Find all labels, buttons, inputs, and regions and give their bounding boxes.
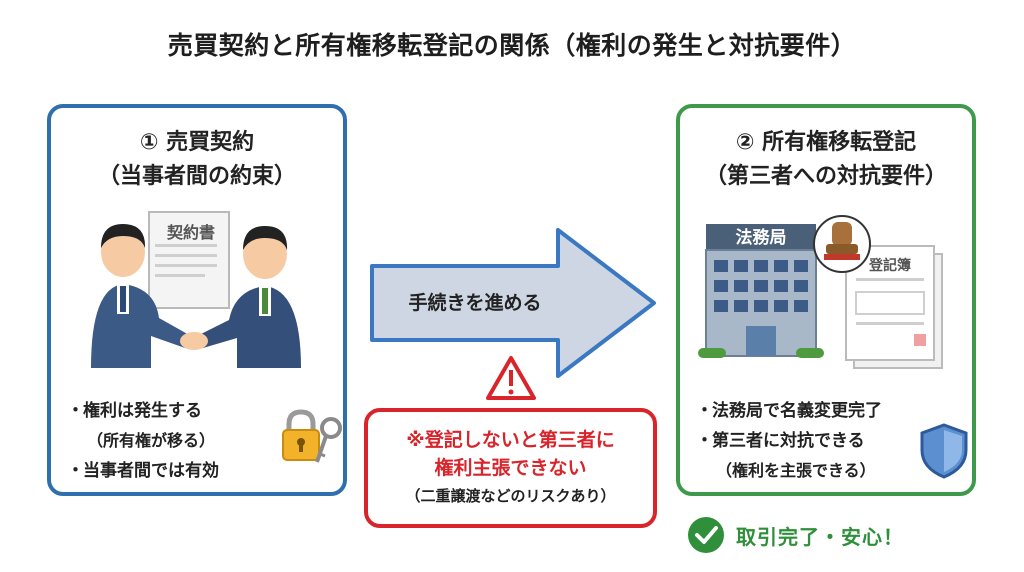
right-businessman-icon	[197, 226, 301, 368]
bullet-text: 第三者に対抗できる	[712, 431, 865, 451]
bullet-subtext: （権利を主張できる）	[716, 461, 876, 480]
page-title: 売買契約と所有権移転登記の関係（権利の発生と対抗要件）	[167, 31, 857, 60]
right-panel-heading: ② 所有権移転登記	[735, 130, 917, 155]
bullet-text: 法務局で名義変更完了	[712, 401, 882, 421]
warning-text-line1: ※登記しないと第三者に	[406, 429, 615, 451]
warning-icon	[486, 356, 536, 400]
bullet-text: 当事者間では有効	[83, 461, 219, 481]
warning-box: ※登記しないと第三者に 権利主張できない （二重譲渡などのリスクあり）	[364, 408, 657, 528]
warning-note: （二重譲渡などのリスクあり）	[405, 487, 616, 505]
handshake-illustration: 契約書	[91, 211, 301, 368]
completion-footer: 取引完了・安心！	[686, 515, 904, 555]
list-item: ・当事者間では有効	[67, 456, 297, 486]
sales-contract-panel: ① 売買契約 （当事者間の約束） 契約書	[47, 104, 347, 496]
left-panel-heading: ① 売買契約	[139, 130, 255, 155]
building-illustration: 法務局 登記簿	[698, 215, 943, 369]
completion-text: 取引完了・安心！	[736, 524, 904, 549]
left-panel-subheading: （当事者間の約束）	[97, 164, 296, 189]
register-document-icon	[845, 245, 943, 369]
list-item: ・第三者に対抗できる	[696, 426, 926, 456]
shield-icon	[920, 423, 968, 479]
left-businessman-icon	[91, 224, 191, 368]
bullet-subtext: （所有権が移る）	[87, 431, 216, 450]
building-label: 法務局	[736, 227, 787, 248]
contract-document-label: 契約書	[166, 223, 215, 242]
right-panel-subheading: （第三者への対抗要件）	[704, 164, 947, 189]
list-item: ・権利は発生する	[67, 396, 297, 426]
left-bullets: ・権利は発生する （所有権が移る） ・当事者間では有効	[67, 396, 297, 486]
register-label: 登記簿	[868, 257, 911, 274]
checkmark-icon	[688, 517, 724, 553]
proceed-arrow-icon	[370, 228, 656, 378]
warning-text-line2: 権利主張できない	[434, 457, 587, 479]
arrow-label: 手続きを進める	[408, 292, 542, 314]
registration-panel: ② 所有権移転登記 （第三者への対抗要件） 法務局 登記簿	[676, 104, 976, 496]
padlock-icon	[282, 409, 320, 461]
bullet-text: 権利は発生する	[83, 401, 202, 421]
contract-document-icon	[148, 211, 230, 309]
legal-affairs-bureau-icon	[698, 224, 824, 358]
right-bullets: ・法務局で名義変更完了 ・第三者に対抗できる （権利を主張できる）	[696, 396, 926, 486]
key-icon	[315, 417, 342, 463]
padlock-key-icon	[282, 409, 342, 463]
stamp-icon	[813, 215, 871, 273]
list-item: ・法務局で名義変更完了	[696, 396, 926, 426]
